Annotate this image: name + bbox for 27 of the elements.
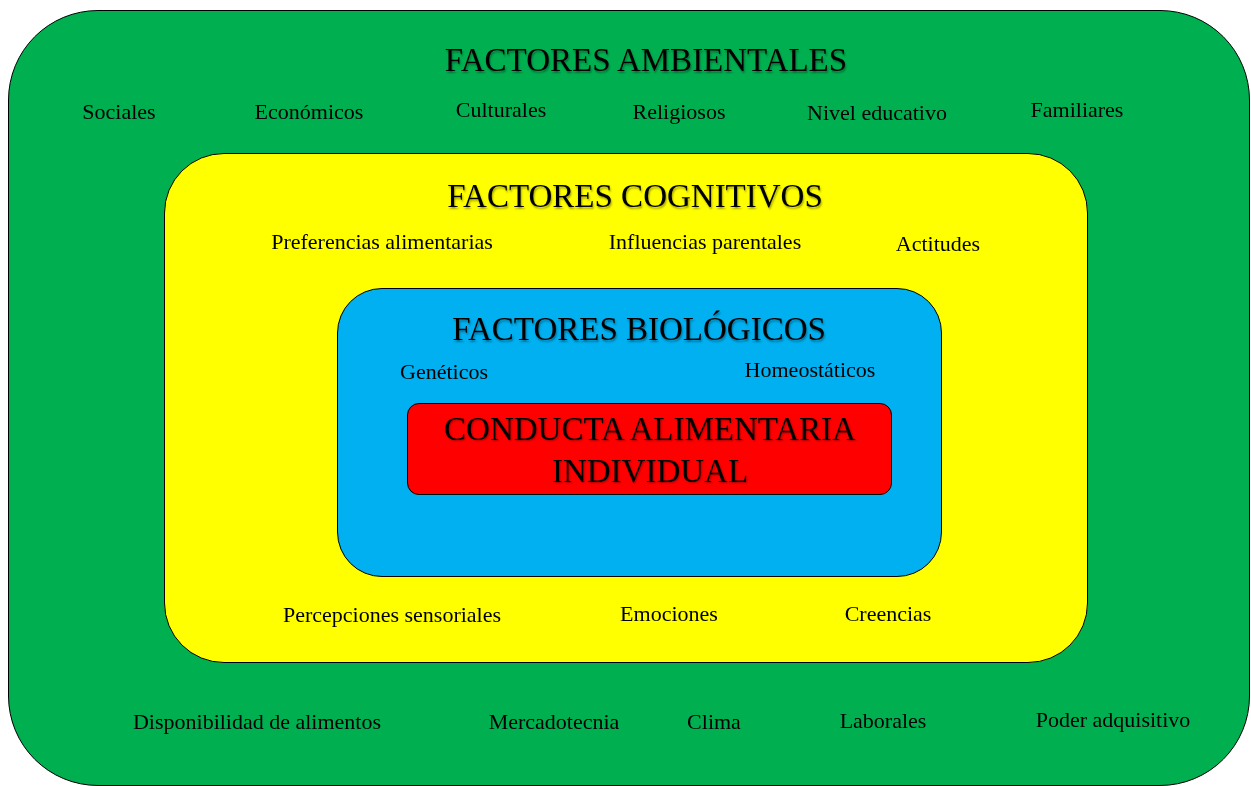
factor-label: Familiares	[1030, 95, 1124, 124]
factor-label: Influencias parentales	[608, 227, 802, 256]
factor-label: Preferencias alimentarias	[271, 227, 493, 256]
factor-label: Económicos	[254, 97, 364, 126]
factor-label: Religiosos	[632, 97, 726, 126]
factor-label: Genéticos	[400, 357, 488, 386]
panel-heading: FACTORES COGNITIVOS	[447, 177, 823, 217]
factor-label: Creencias	[844, 599, 932, 628]
rounded-panel	[407, 403, 892, 495]
factor-label: Actitudes	[895, 229, 981, 258]
factor-label: Percepciones sensoriales	[282, 600, 502, 629]
panel-heading: FACTORES BIOLÓGICOS	[452, 309, 826, 350]
factor-label: Sociales	[82, 97, 156, 126]
factor-label: Poder adquisitivo	[1035, 705, 1191, 734]
panel-heading: FACTORES AMBIENTALES	[444, 41, 848, 81]
factor-label: Homeostáticos	[744, 355, 876, 384]
factor-label: Clima	[687, 707, 741, 736]
center-title: CONDUCTA ALIMENTARIA INDIVIDUAL	[443, 410, 857, 491]
factor-label: Disponibilidad de alimentos	[132, 707, 382, 736]
rounded-panel	[8, 10, 1250, 786]
rounded-panel	[164, 153, 1088, 663]
factor-label: Culturales	[455, 95, 547, 124]
factor-label: Mercadotecnia	[488, 707, 620, 736]
factor-label: Nivel educativo	[807, 98, 947, 127]
factor-label: Emociones	[620, 599, 718, 628]
factor-label: Laborales	[839, 706, 927, 735]
rounded-panel	[337, 288, 942, 577]
